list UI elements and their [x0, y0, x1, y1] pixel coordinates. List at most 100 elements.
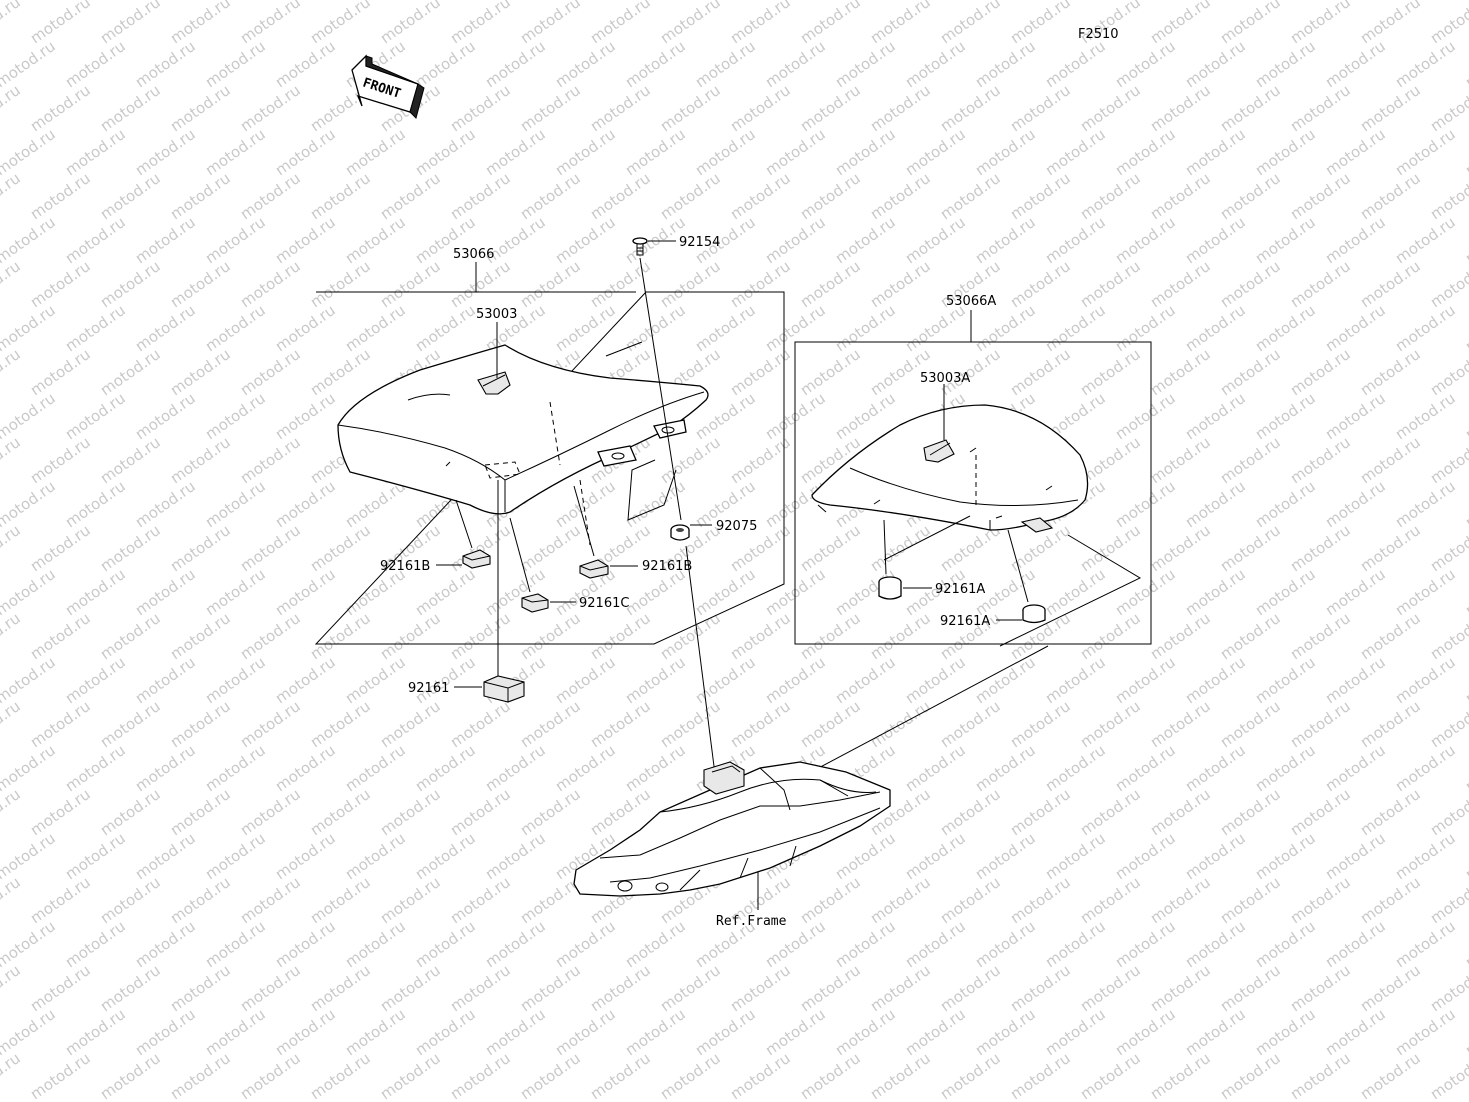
- watermark-text: motod.ru: [587, 81, 654, 135]
- watermark-text: motod.ru: [587, 609, 654, 663]
- watermark-text: motod.ru: [1252, 565, 1319, 619]
- watermark-text: motod.ru: [1007, 81, 1074, 135]
- watermark-text: motod.ru: [97, 1049, 164, 1102]
- watermark-text: motod.ru: [1042, 741, 1109, 795]
- watermark-text: motod.ru: [1182, 565, 1249, 619]
- watermark-text: motod.ru: [867, 169, 934, 223]
- watermark-text: motod.ru: [1147, 873, 1214, 927]
- watermark-text: motod.ru: [1112, 477, 1179, 531]
- watermark-text: motod.ru: [972, 741, 1039, 795]
- watermark-text: motod.ru: [377, 257, 444, 311]
- watermark-text: motod.ru: [202, 653, 269, 707]
- watermark-text: motod.ru: [237, 169, 304, 223]
- watermark-text: motod.ru: [692, 653, 759, 707]
- watermark-text: motod.ru: [1077, 609, 1144, 663]
- watermark-text: motod.ru: [1147, 257, 1214, 311]
- watermark-text: motod.ru: [1287, 961, 1354, 1015]
- watermark-text: motod.ru: [412, 125, 479, 179]
- watermark-text: motod.ru: [1392, 741, 1459, 795]
- watermark-text: motod.ru: [1217, 785, 1284, 839]
- watermark-text: motod.ru: [307, 345, 374, 399]
- watermark-text: motod.ru: [692, 301, 759, 355]
- watermark-text: motod.ru: [482, 829, 549, 883]
- watermark-text: motod.ru: [1357, 169, 1424, 223]
- watermark-text: motod.ru: [1042, 37, 1109, 91]
- watermark-text: motod.ru: [0, 0, 24, 47]
- watermark-text: motod.ru: [972, 213, 1039, 267]
- watermark-text: motod.ru: [832, 213, 899, 267]
- watermark-text: motod.ru: [272, 37, 339, 91]
- watermark-text: motod.ru: [1007, 257, 1074, 311]
- watermark-text: motod.ru: [307, 873, 374, 927]
- watermark-text: motod.ru: [97, 169, 164, 223]
- watermark-text: motod.ru: [552, 1005, 619, 1059]
- watermark-text: motod.ru: [832, 653, 899, 707]
- watermark-text: motod.ru: [272, 125, 339, 179]
- part-92161A-lower-label: 92161A: [940, 614, 990, 629]
- watermark-text: motod.ru: [657, 81, 724, 135]
- watermark-text: motod.ru: [27, 0, 94, 47]
- watermark-text: motod.ru: [1252, 125, 1319, 179]
- watermark-text: motod.ru: [27, 257, 94, 311]
- watermark-text: motod.ru: [167, 961, 234, 1015]
- passenger-seat-assembly-label: 53066A: [946, 294, 996, 309]
- watermark-text: motod.ru: [1252, 829, 1319, 883]
- watermark-text: motod.ru: [1147, 433, 1214, 487]
- watermark-text: motod.ru: [937, 873, 1004, 927]
- watermark-text: motod.ru: [552, 477, 619, 531]
- watermark-text: motod.ru: [167, 697, 234, 751]
- watermark-text: motod.ru: [657, 169, 724, 223]
- watermark-text: motod.ru: [27, 81, 94, 135]
- part-92075: 92075: [670, 519, 757, 541]
- watermark-text: motod.ru: [1147, 81, 1214, 135]
- watermark-text: motod.ru: [1147, 0, 1214, 47]
- watermark-text: motod.ru: [622, 1005, 689, 1059]
- watermark-text: motod.ru: [1462, 829, 1469, 883]
- watermark-text: motod.ru: [832, 917, 899, 971]
- watermark-text: motod.ru: [1287, 521, 1354, 575]
- watermark-text: motod.ru: [937, 697, 1004, 751]
- watermark-text: motod.ru: [657, 257, 724, 311]
- watermark-text: motod.ru: [202, 565, 269, 619]
- watermark-text: motod.ru: [272, 1005, 339, 1059]
- watermark-text: motod.ru: [377, 0, 444, 47]
- watermark-text: motod.ru: [307, 521, 374, 575]
- watermark-text: motod.ru: [307, 0, 374, 47]
- watermark-text: motod.ru: [797, 169, 864, 223]
- watermark-text: motod.ru: [1147, 169, 1214, 223]
- watermark-text: motod.ru: [1287, 873, 1354, 927]
- watermark-text: motod.ru: [27, 521, 94, 575]
- watermark-text: motod.ru: [867, 1049, 934, 1102]
- watermark-text: motod.ru: [937, 0, 1004, 47]
- watermark-text: motod.ru: [1007, 961, 1074, 1015]
- watermark-text: motod.ru: [412, 917, 479, 971]
- watermark-text: motod.ru: [622, 125, 689, 179]
- watermark-text: motod.ru: [27, 873, 94, 927]
- watermark-text: motod.ru: [237, 609, 304, 663]
- watermark-text: motod.ru: [552, 301, 619, 355]
- watermark-text: motod.ru: [552, 37, 619, 91]
- watermark-text: motod.ru: [167, 521, 234, 575]
- watermark-text: motod.ru: [237, 697, 304, 751]
- watermark-text: motod.ru: [657, 433, 724, 487]
- watermark-text: motod.ru: [937, 169, 1004, 223]
- watermark-text: motod.ru: [622, 653, 689, 707]
- watermark-text: motod.ru: [1182, 125, 1249, 179]
- watermark-text: motod.ru: [867, 81, 934, 135]
- part-53003A-label: 53003A: [920, 371, 970, 386]
- watermark-text: motod.ru: [97, 345, 164, 399]
- watermark-text: motod.ru: [132, 213, 199, 267]
- watermark-text: motod.ru: [97, 785, 164, 839]
- watermark-text: motod.ru: [972, 917, 1039, 971]
- part-53003-label: 53003: [476, 307, 517, 322]
- watermark-text: motod.ru: [1147, 521, 1214, 575]
- ref-frame-label: Ref.Frame: [716, 914, 787, 929]
- watermark-text: motod.ru: [237, 0, 304, 47]
- watermark-text: motod.ru: [587, 697, 654, 751]
- watermark-text: motod.ru: [1392, 37, 1459, 91]
- watermark-text: motod.ru: [972, 829, 1039, 883]
- watermark-text: motod.ru: [62, 125, 129, 179]
- watermark-text: motod.ru: [307, 609, 374, 663]
- watermark-text: motod.ru: [1042, 213, 1109, 267]
- watermark-text: motod.ru: [97, 521, 164, 575]
